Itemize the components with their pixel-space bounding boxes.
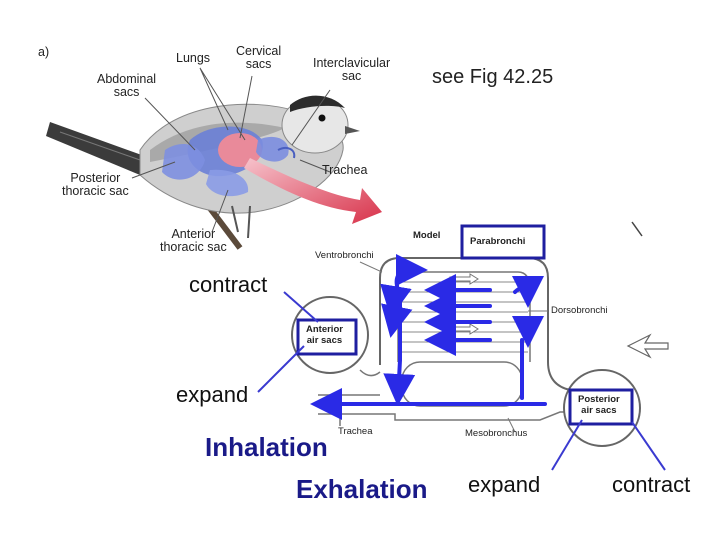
grey-inflow-arrow <box>626 333 669 359</box>
posterior-air-sacs-box <box>568 388 634 426</box>
panel-label: a) <box>38 45 50 59</box>
annotation-pointers <box>257 291 666 471</box>
posterior-air-sacs-label: Posterior air sacs <box>578 394 620 416</box>
posterior-thoracic-sac-label: Posterior thoracic sac <box>62 171 129 198</box>
mesobronchus-chamber <box>401 361 523 407</box>
dorsobronchi-label: Dorsobronchi <box>551 305 608 316</box>
red-arrow <box>244 158 382 224</box>
ventrobronchi-label: Ventrobronchi <box>315 250 374 261</box>
parabronchi-tube <box>379 257 581 393</box>
contract-right-label: contract <box>612 472 691 497</box>
interclavicular-sac-label: Interclavicular sac <box>313 56 391 83</box>
bird-eye <box>318 114 326 122</box>
parabronchi-label: Parabronchi <box>470 236 526 247</box>
abdominal-sacs-label: Abdominal sacs <box>97 72 157 99</box>
anterior-air-sacs-label: Anterior air sacs <box>306 324 343 346</box>
mesobronchus-label: Mesobronchus <box>465 428 528 439</box>
model-trachea-label: Trachea <box>338 426 373 437</box>
anterior-thoracic-sac-label: Anterior thoracic sac <box>160 227 227 254</box>
blue-airflow-arrows <box>310 254 547 420</box>
bird-trachea-label: Trachea <box>322 163 368 177</box>
parabronchi-box <box>460 224 546 260</box>
bird-tail <box>46 122 150 175</box>
lungs-label: Lungs <box>176 51 211 65</box>
exhalation-heading: Exhalation <box>296 474 428 504</box>
bird-illustration <box>46 67 382 250</box>
highlight-boxes <box>296 224 634 426</box>
model-label: Model <box>413 230 441 241</box>
cervical-sacs-label: Cervical sacs <box>236 44 282 71</box>
bird-beak <box>345 126 360 134</box>
contract-left-label: contract <box>189 272 268 297</box>
reference-note: see Fig 42.25 <box>432 66 554 88</box>
anterior-air-sacs-box <box>296 318 358 356</box>
inhalation-heading: Inhalation <box>205 432 328 462</box>
expand-right-label: expand <box>468 472 541 497</box>
expand-left-label: expand <box>176 382 249 407</box>
